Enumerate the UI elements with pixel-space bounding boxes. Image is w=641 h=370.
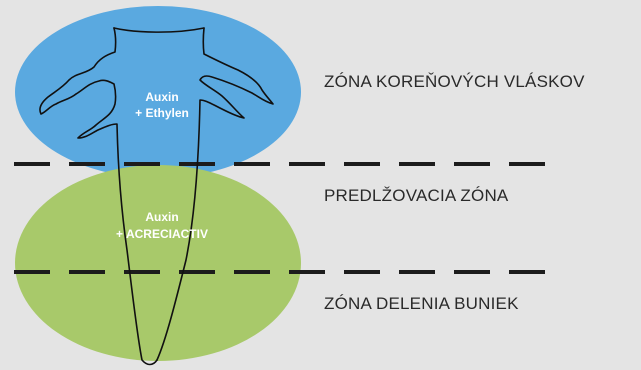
root-right-outline (156, 27, 274, 361)
root-illustration (39, 27, 274, 366)
upper-zone-ellipse (15, 6, 301, 178)
root-top-edge (113, 27, 205, 33)
zone-label-root-hair: ZÓNA KOREŇOVÝCH VLÁSKOV (324, 72, 585, 91)
lower-zone-ellipse (15, 165, 301, 361)
zone-label-elongation: PREDLŽOVACIA ZÓNA (324, 186, 509, 205)
upper-hormone-line1: Auxin (145, 90, 178, 104)
lower-hormone-line2: + ACRECIACTIV (116, 227, 208, 241)
upper-hormone-line2: + Ethylen (135, 106, 189, 120)
zone-label-cell-division: ZÓNA DELENIA BUNIEK (324, 294, 519, 313)
root-left-outline (39, 27, 158, 366)
lower-hormone-line1: Auxin (145, 210, 178, 224)
